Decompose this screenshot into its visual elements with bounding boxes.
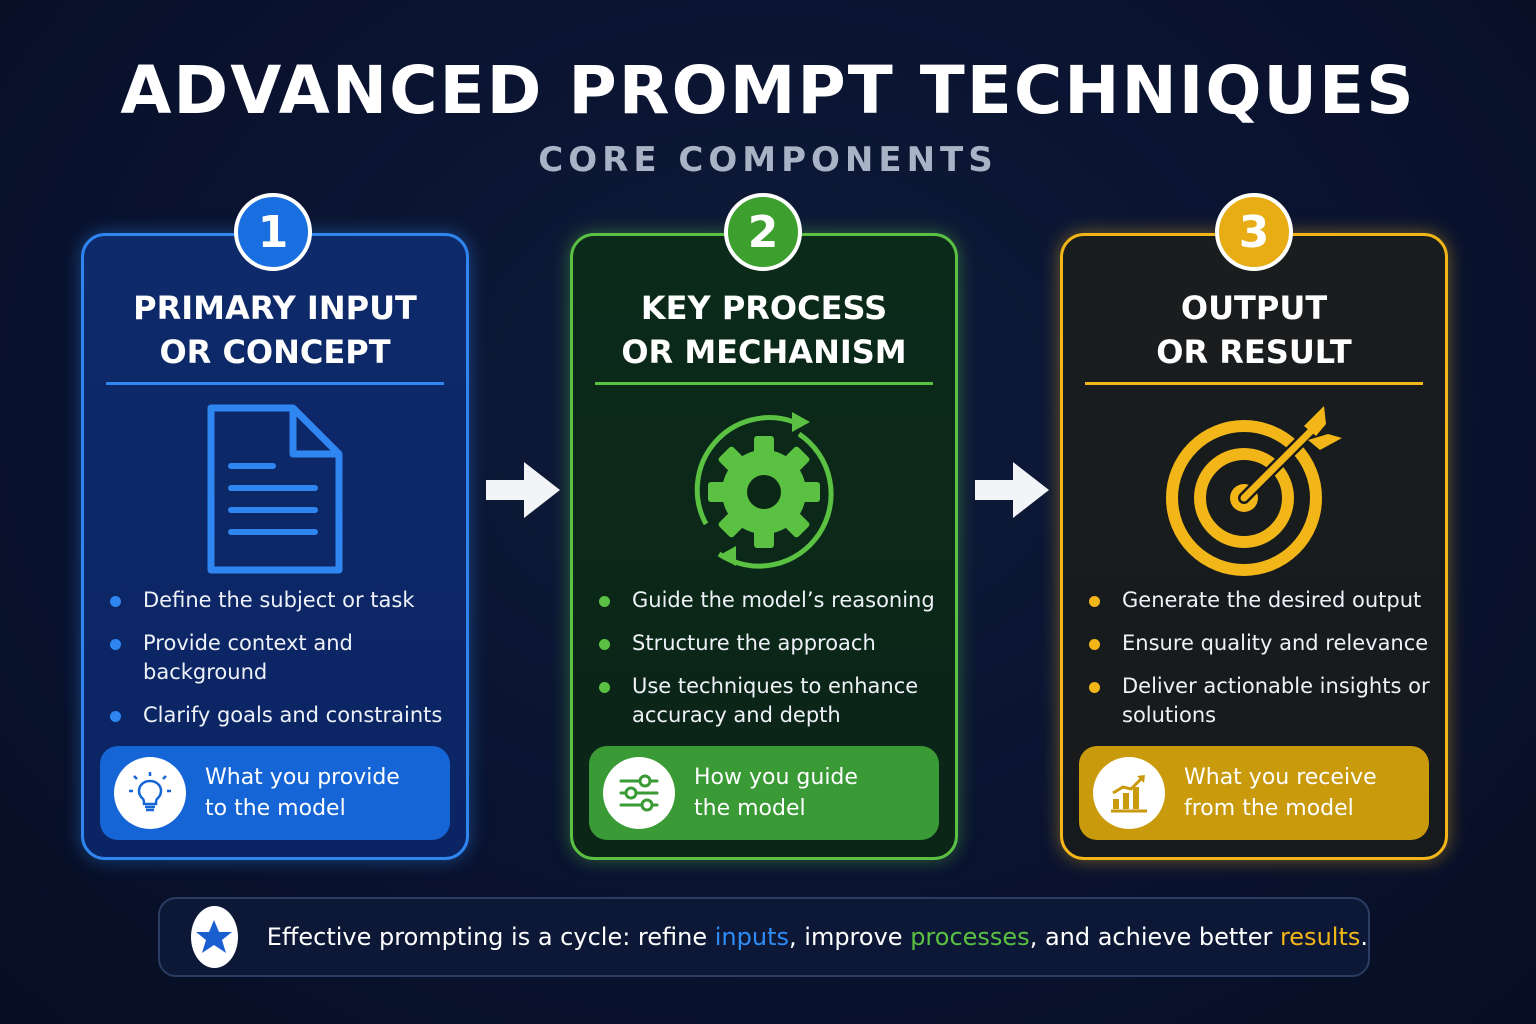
card-title-line: OR CONCEPT	[159, 333, 391, 371]
gear-cycle-icon	[694, 412, 834, 569]
list-item: Define the subject or task	[106, 586, 456, 615]
footer-text: What you receive from the model	[1184, 765, 1377, 821]
list-item: Ensure quality and relevance	[1085, 629, 1435, 658]
highlight-results: results	[1279, 923, 1361, 951]
summary-text: Effective prompting is a cycle: refine i…	[266, 923, 1368, 951]
card-title-line: PRIMARY INPUT	[133, 289, 417, 327]
document-icon	[207, 404, 343, 574]
divider	[1085, 382, 1423, 385]
divider	[595, 382, 933, 385]
list-item: Deliver actionable insights or solutions	[1085, 672, 1435, 730]
divider	[106, 382, 444, 385]
footer-pill: What you provide to the model	[100, 746, 450, 840]
card-title: OUTPUT OR RESULT	[1063, 286, 1445, 374]
footer-pill: What you receive from the model	[1079, 746, 1429, 840]
step-number-badge: 1	[234, 193, 312, 271]
arrow-right-icon	[486, 462, 560, 518]
card-primary-input: PRIMARY INPUT OR CONCEPT Define the subj…	[81, 233, 469, 860]
card-title-line: OR MECHANISM	[621, 333, 907, 371]
summary-banner: Effective prompting is a cycle: refine i…	[158, 897, 1370, 977]
arrow-right-icon	[975, 462, 1049, 518]
list-item: Use techniques to enhance accuracy and d…	[595, 672, 945, 730]
card-title-line: KEY PROCESS	[640, 289, 888, 327]
step-number-badge: 3	[1215, 193, 1293, 271]
card-title: KEY PROCESS OR MECHANISM	[573, 286, 955, 374]
list-item: Clarify goals and constraints	[106, 701, 456, 730]
sliders-icon	[603, 757, 675, 829]
list-item: Guide the model’s reasoning	[595, 586, 945, 615]
growth-chart-icon	[1093, 757, 1165, 829]
page-subtitle: CORE COMPONENTS	[538, 140, 998, 180]
lightbulb-icon	[114, 757, 186, 829]
footer-pill: How you guide the model	[589, 746, 939, 840]
highlight-inputs: inputs	[714, 923, 790, 951]
card-title-line: OUTPUT	[1180, 289, 1328, 327]
bullet-list: Guide the model’s reasoning Structure th…	[595, 586, 945, 744]
bullet-list: Define the subject or task Provide conte…	[106, 586, 456, 744]
target-icon	[1166, 406, 1342, 576]
card-title: PRIMARY INPUT OR CONCEPT	[84, 286, 466, 374]
list-item: Generate the desired output	[1085, 586, 1435, 615]
bullet-list: Generate the desired output Ensure quali…	[1085, 586, 1435, 744]
page-title: ADVANCED PROMPT TECHNIQUES	[120, 52, 1416, 129]
step-number-badge: 2	[724, 193, 802, 271]
card-title-line: OR RESULT	[1156, 333, 1352, 371]
footer-text: What you provide to the model	[205, 765, 400, 821]
star-icon	[191, 906, 238, 968]
card-output-result: OUTPUT OR RESULT Generate the desired ou…	[1060, 233, 1448, 860]
list-item: Structure the approach	[595, 629, 945, 658]
card-key-process: KEY PROCESS OR MECHANISM	[570, 233, 958, 860]
highlight-processes: processes	[910, 923, 1030, 951]
footer-text: How you guide the model	[694, 765, 858, 821]
list-item: Provide context and background	[106, 629, 456, 687]
